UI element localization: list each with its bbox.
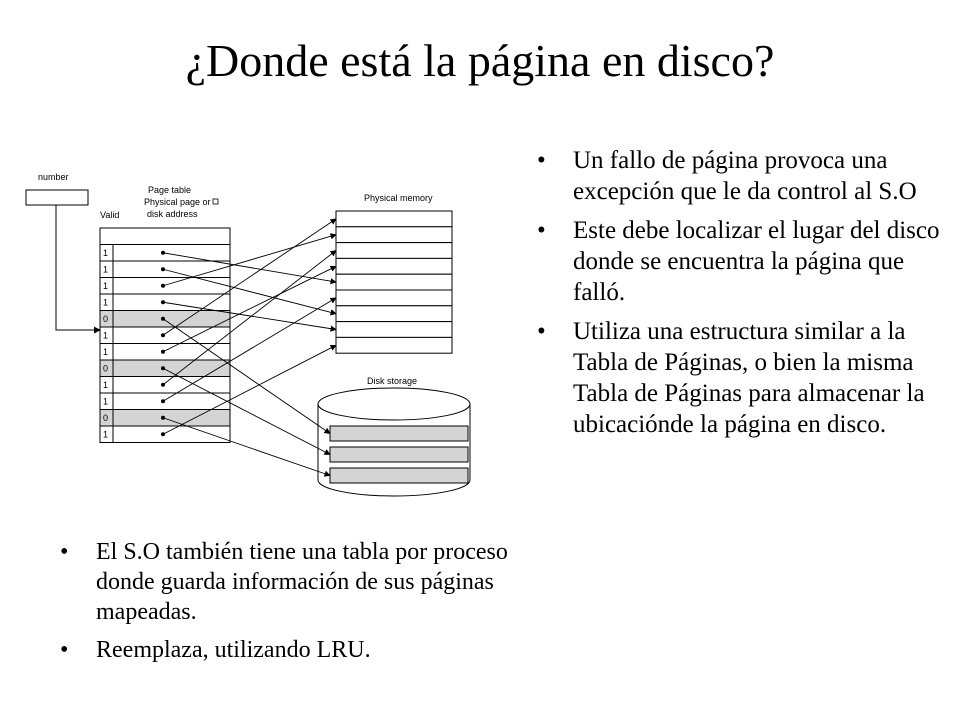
disk-storage-label: Disk storage (367, 376, 417, 386)
mapping-arrow (162, 250, 337, 386)
valid-bit: 1 (103, 380, 108, 390)
bullet-dot: • (537, 318, 546, 345)
valid-bit: 1 (103, 298, 108, 308)
bullet-text: Un fallo de página provoca una excepción… (573, 147, 917, 205)
left-bullet-list: • El S.O también tiene una tabla por proc… (60, 537, 540, 673)
mapping-arrow (162, 297, 337, 402)
right-bullet-list: • Un fallo de página provoca una excepció… (537, 145, 947, 448)
physical-page-label: Physical page or (144, 197, 211, 207)
valid-bit: 1 (103, 397, 108, 407)
virtual-to-table-arrow (55, 205, 101, 334)
valid-bit: 1 (103, 248, 108, 258)
mapping-arrow (162, 417, 331, 477)
mapping-arrow (162, 233, 337, 287)
virtual-page-box (25, 189, 89, 206)
memory-frame (335, 226, 453, 244)
page-table: 1 1 1 1 0 1 1 0 1 1 0 1 (99, 227, 231, 443)
bullet-text: Utiliza una estructura similar a la Tabl… (573, 318, 925, 438)
page-table-header-row (99, 227, 231, 245)
memory-frame (335, 305, 453, 323)
mapping-arrows (162, 218, 337, 477)
list-item: • Este debe localizar el lugar del disco … (537, 215, 947, 308)
valid-bit: 1 (103, 331, 108, 341)
disk-top (317, 387, 471, 421)
list-item: • Utiliza una estructura similar a la Tab… (537, 316, 947, 440)
bullet-text: El S.O también tiene una tabla por proce… (96, 539, 508, 625)
bullet-dot: • (60, 539, 69, 565)
valid-bit: 0 (103, 364, 108, 374)
valid-bit: 1 (103, 347, 108, 357)
list-item: • Un fallo de página provoca una excepció… (537, 145, 947, 207)
physical-memory-label: Physical memory (364, 193, 433, 203)
memory-frame (335, 289, 453, 307)
disk-address-label: disk address (147, 209, 198, 219)
memory-frame (335, 273, 453, 291)
page-table-diagram: number Page table Physical page or disk … (25, 172, 471, 497)
disk-block (329, 446, 469, 463)
memory-frame (335, 336, 453, 354)
mapping-arrow (162, 344, 337, 435)
mapping-arrow (162, 367, 331, 455)
physical-page-box-icon (212, 198, 219, 205)
list-item: • Reemplaza, utilizando LRU. (60, 635, 540, 665)
list-item: • El S.O también tiene una tabla por proc… (60, 537, 540, 627)
mapping-arrow (162, 301, 337, 332)
memory-frame (335, 257, 453, 275)
disk-block (329, 467, 469, 484)
page-title: ¿Donde está la página en disco? (185, 35, 775, 86)
physical-memory (335, 210, 453, 354)
valid-bit: 1 (103, 430, 108, 440)
bullet-dot: • (537, 217, 546, 244)
valid-bit: 1 (103, 265, 108, 275)
disk-block (329, 425, 469, 442)
bullet-text: Este debe localizar el lugar del disco d… (573, 217, 940, 306)
mapping-arrow (162, 252, 337, 285)
memory-frame (335, 321, 453, 338)
bullet-dot: • (60, 637, 69, 663)
valid-bit: 1 (103, 281, 108, 291)
bullet-dot: • (537, 147, 546, 174)
bullet-text: Reemplaza, utilizando LRU. (96, 637, 371, 663)
disk-storage (317, 387, 471, 497)
mapping-arrow (162, 218, 337, 336)
mapping-arrow (162, 265, 337, 353)
page-table-label: Page table (148, 185, 191, 195)
valid-label: Valid (100, 210, 119, 220)
memory-frame (335, 210, 453, 228)
mapping-arrow (162, 268, 337, 316)
memory-frame (335, 242, 453, 259)
virtual-page-label: number (38, 172, 69, 182)
valid-bit: 0 (103, 314, 108, 324)
valid-bit: 0 (103, 413, 108, 423)
disk-blocks (329, 425, 469, 484)
